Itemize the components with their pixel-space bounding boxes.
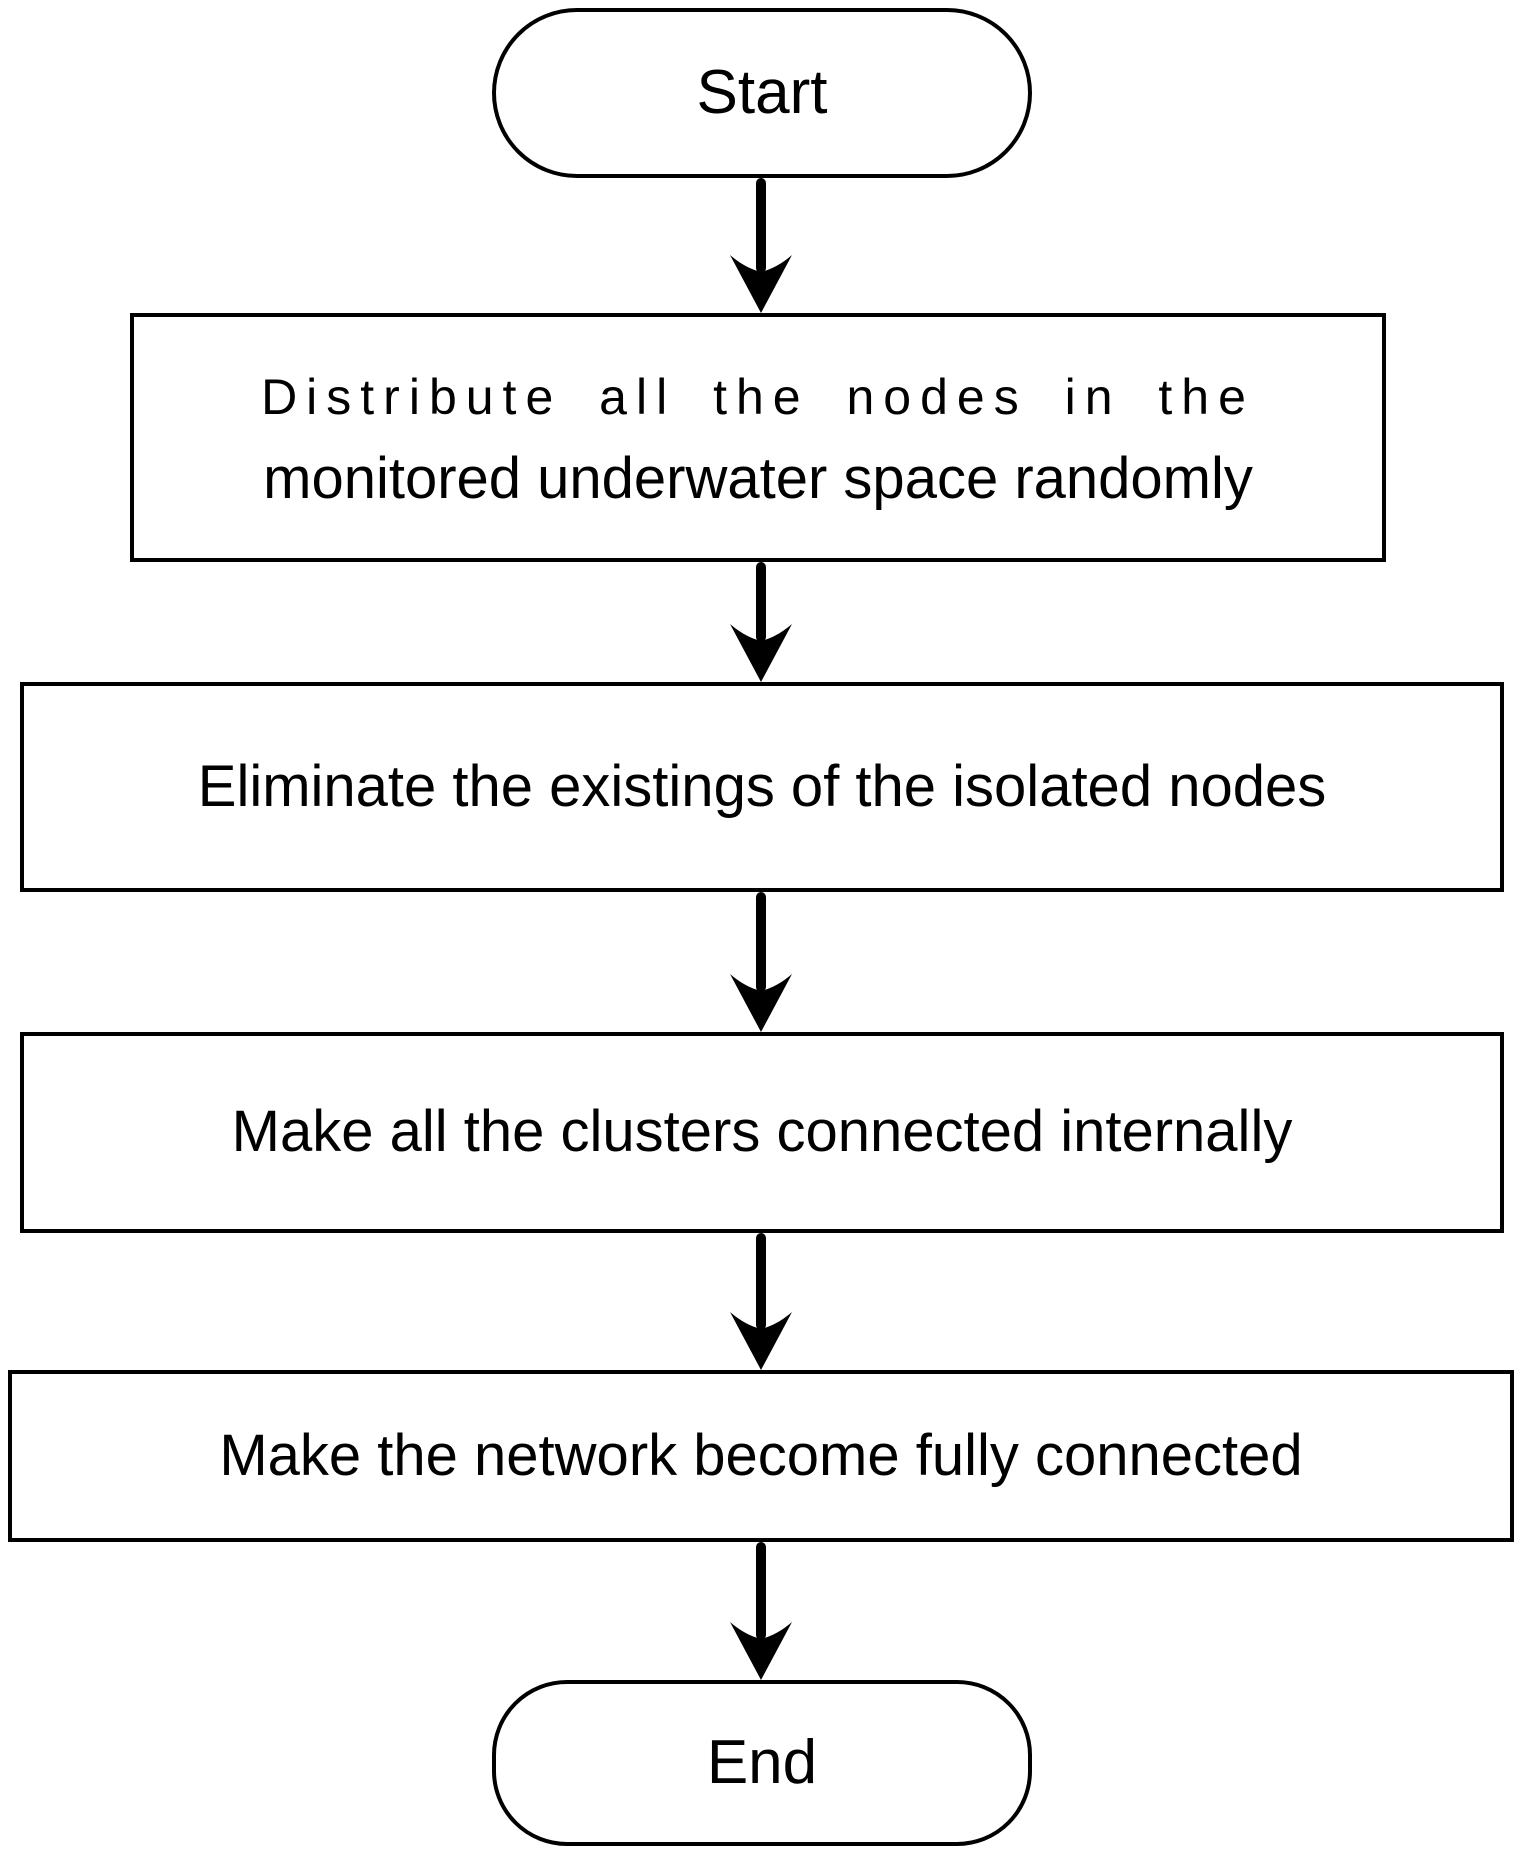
process-distribute-nodes: Distribute all the nodes in the monitore…: [130, 313, 1386, 562]
process-connect-clusters-label: Make all the clusters connected internal…: [231, 1099, 1293, 1165]
node-start-label: Start: [696, 58, 828, 128]
down-arrow-icon: [728, 562, 794, 682]
process-distribute-nodes-label-line2: monitored underwater space randomly: [263, 445, 1253, 511]
down-arrow-icon: [728, 178, 794, 313]
down-arrow-icon: [728, 1542, 794, 1680]
node-end: End: [492, 1680, 1032, 1846]
process-fully-connect: Make the network become fully connected: [8, 1370, 1514, 1542]
process-eliminate-isolated: Eliminate the existings of the isolated …: [20, 682, 1504, 892]
node-end-label: End: [706, 1728, 818, 1798]
down-arrow-icon: [728, 1233, 794, 1370]
process-distribute-nodes-label-line1: Distribute all the nodes in the: [261, 368, 1255, 425]
process-connect-clusters: Make all the clusters connected internal…: [20, 1032, 1504, 1233]
down-arrow-icon: [728, 892, 794, 1032]
process-fully-connect-label: Make the network become fully connected: [219, 1422, 1303, 1488]
node-start: Start: [492, 8, 1032, 178]
process-eliminate-isolated-label: Eliminate the existings of the isolated …: [197, 753, 1327, 819]
